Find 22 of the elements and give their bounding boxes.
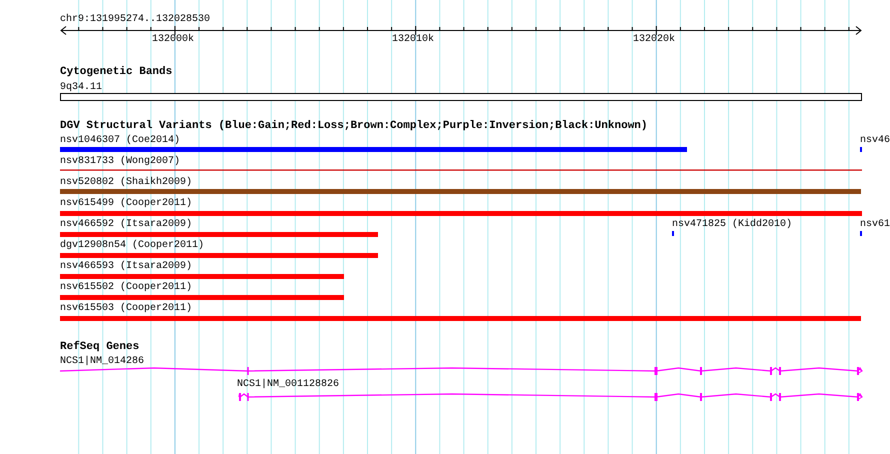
tick-label: 132000k — [152, 34, 194, 45]
feature-label: nsv520802 (Shaikh2009) — [60, 177, 192, 188]
track-title: Cytogenetic Bands — [60, 67, 172, 78]
tick-label: 132020k — [633, 34, 676, 45]
region-label: chr9:131995274..132028530 — [60, 14, 210, 25]
feature-label: nsv466592 (Itsara2009) — [60, 219, 192, 230]
track-title: RefSeq Genes — [60, 342, 140, 353]
tick-label: 132010k — [392, 34, 434, 45]
feature-label: nsv615499 (Cooper2011) — [60, 198, 192, 209]
feature-label: nsv466593 (Itsara2009) — [60, 261, 192, 272]
feature-label: nsv61 — [860, 219, 890, 230]
gene-label: NCS1|NM_001128826 — [237, 379, 340, 390]
feature-label: nsv615502 (Cooper2011) — [60, 282, 192, 293]
track-title: DGV Structural Variants (Blue:Gain;Red:Loss;Brown:Complex;Purple:Inversion;Black:Unknown) — [60, 121, 648, 132]
feature-label: nsv46 — [860, 135, 890, 146]
feature-label: nsv1046307 (Coe2014) — [60, 135, 180, 146]
feature-label: dgv12908n54 (Cooper2011) — [60, 240, 204, 251]
feature-label: nsv471825 (Kidd2010) — [672, 219, 792, 230]
feature-label: nsv831733 (Wong2007) — [60, 156, 180, 167]
band-label: 9q34.11 — [60, 82, 102, 93]
feature-label: nsv615503 (Cooper2011) — [60, 303, 192, 314]
gene-label: NCS1|NM_014286 — [60, 356, 144, 367]
